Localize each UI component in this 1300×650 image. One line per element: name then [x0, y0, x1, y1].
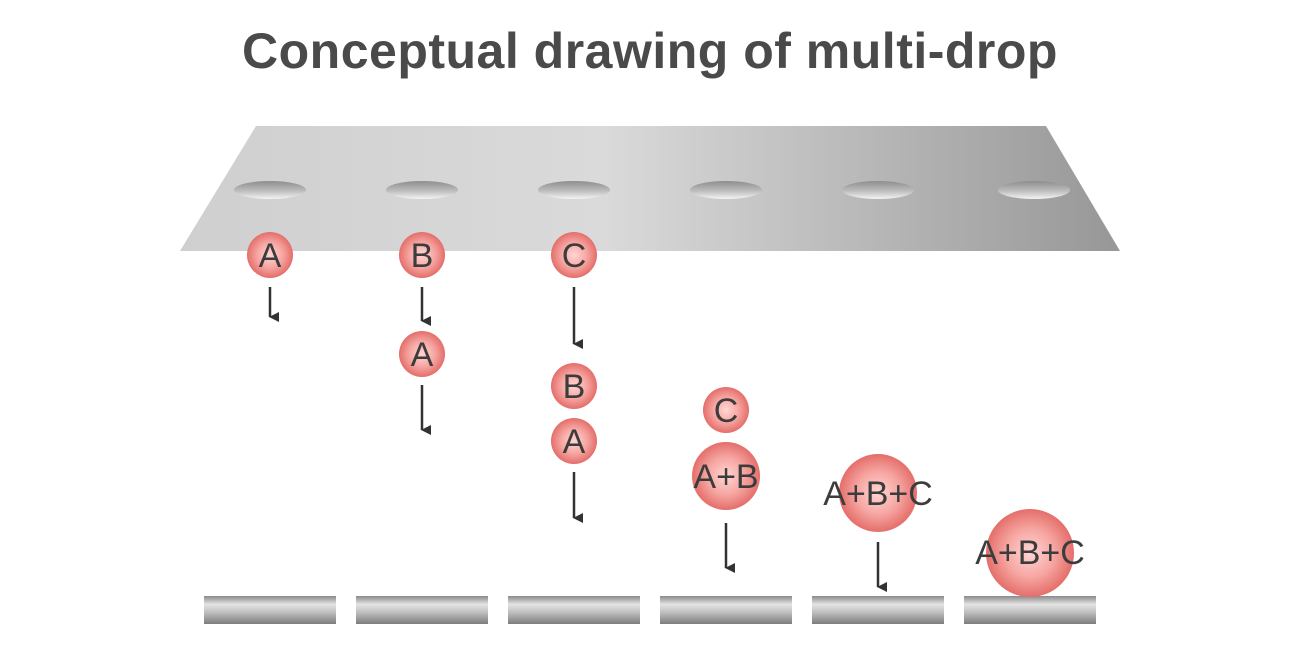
merged-droplet-label: A+B+C	[823, 475, 933, 513]
nozzle-plate	[180, 126, 1120, 251]
substrate	[508, 596, 640, 624]
nozzle-hole	[998, 181, 1070, 199]
column-6: A+B+C	[975, 509, 1085, 597]
substrate	[356, 596, 488, 624]
droplet-label: B	[411, 237, 434, 275]
landed-droplet	[986, 509, 1074, 597]
substrate	[964, 596, 1096, 624]
column-1: A	[247, 232, 293, 322]
column-3: C B A	[551, 232, 597, 523]
nozzle-hole	[690, 181, 762, 199]
nozzle-hole	[842, 181, 914, 199]
landed-droplet-label: A+B+C	[975, 534, 1085, 572]
droplet-label: B	[563, 368, 586, 406]
diagram-title: Conceptual drawing of multi-drop	[242, 23, 1058, 79]
nozzle-holes	[234, 181, 1070, 199]
substrate	[204, 596, 336, 624]
droplet-label: A	[411, 336, 434, 374]
nozzle-hole	[234, 181, 306, 199]
column-2: B A	[399, 232, 445, 435]
merged-droplet	[839, 454, 917, 532]
droplet	[247, 232, 293, 278]
droplet	[551, 232, 597, 278]
droplet-label: A	[563, 423, 586, 461]
nozzle-hole	[538, 181, 610, 199]
droplet	[551, 363, 597, 409]
column-4: C A+B	[692, 387, 760, 573]
substrates	[204, 596, 1096, 624]
merged-droplet-label: A+B	[693, 458, 758, 496]
droplet-label: C	[562, 237, 587, 275]
column-5: A+B+C	[823, 454, 933, 592]
droplet-label: A	[259, 237, 282, 275]
droplet	[399, 232, 445, 278]
substrate	[660, 596, 792, 624]
merged-droplet	[692, 442, 760, 510]
droplet	[703, 387, 749, 433]
nozzle-hole	[386, 181, 458, 199]
droplet	[551, 418, 597, 464]
substrate	[812, 596, 944, 624]
droplet	[399, 331, 445, 377]
droplet-label: C	[714, 392, 739, 430]
